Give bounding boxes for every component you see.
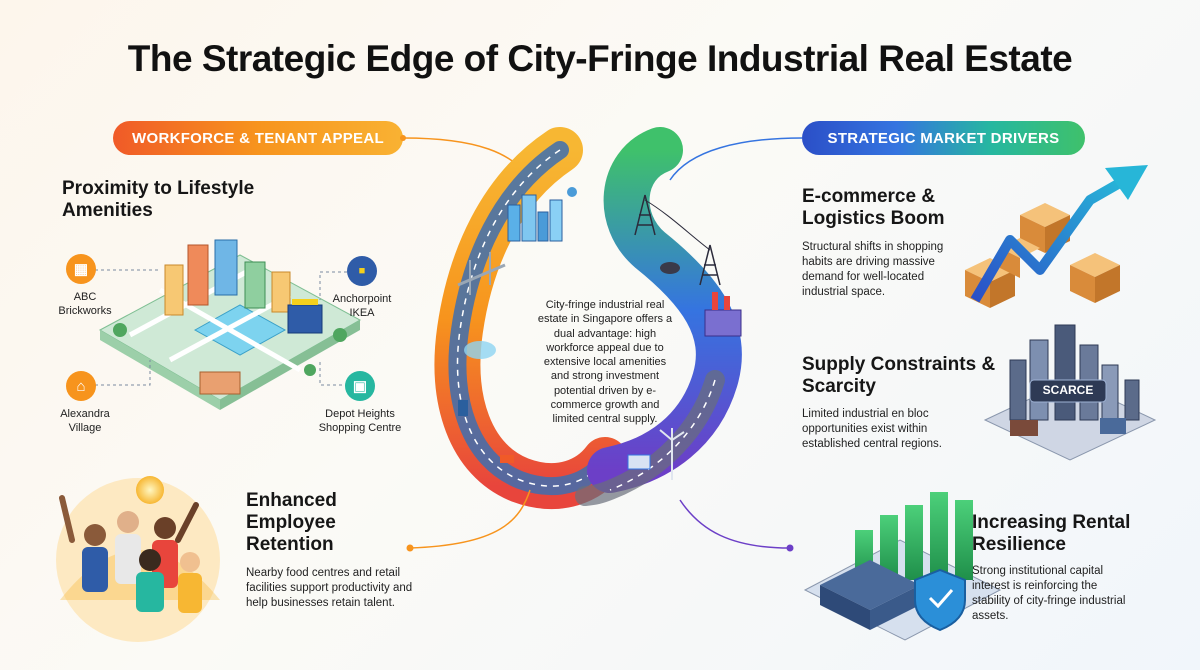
building-icon: ▦ xyxy=(66,254,96,284)
supply-body: Limited industrial en bloc opportunities… xyxy=(802,408,942,450)
shop-icon: ▣ xyxy=(345,371,375,401)
retention-connector xyxy=(409,489,531,549)
retention-body: Nearby food centres and retail facilitie… xyxy=(246,567,413,609)
ecommerce-heading: E-commerce & Logistics Boom xyxy=(802,186,945,229)
cool-ribbon xyxy=(575,127,742,506)
ecommerce-body: Structural shifts in shopping habits are… xyxy=(802,241,944,298)
place-label-alexandra: Alexandra Village xyxy=(60,408,110,435)
rental-body: Strong institutional capital interest is… xyxy=(972,565,1126,622)
retention-heading: Enhanced Employee Retention xyxy=(246,490,337,555)
scarce-city-illustration xyxy=(983,324,1157,461)
place-label-ikea: Anchorpoint IKEA xyxy=(332,293,392,320)
supply-heading: Supply Constraints & Scarcity xyxy=(802,354,996,397)
workforce-appeal-pill: WORKFORCE & TENANT APPEAL xyxy=(113,121,403,155)
rental-resilience-illustration xyxy=(803,492,1002,641)
scarce-sign: SCARCE xyxy=(1042,383,1094,397)
place-label-depot-heights: Depot Heights Shopping Centre xyxy=(318,408,402,435)
center-summary: City-fringe industrial real estate in Si… xyxy=(537,299,673,426)
ecommerce-boxes-illustration xyxy=(965,165,1148,308)
market-drivers-pill: STRATEGIC MARKET DRIVERS xyxy=(802,121,1085,155)
amenities-map-illustration xyxy=(95,239,365,410)
right-pill-connector xyxy=(669,137,803,181)
rental-heading: Increasing Rental Resilience xyxy=(972,512,1131,555)
ikea-store-icon: ■ xyxy=(347,256,377,286)
rental-connector xyxy=(679,499,791,549)
amenities-heading: Proximity to Lifestyle Amenities xyxy=(62,178,255,221)
page-title: The Strategic Edge of City-Fringe Indust… xyxy=(127,38,1073,79)
employees-illustration xyxy=(56,476,220,642)
place-label-brickworks: ABC Brickworks xyxy=(58,291,112,318)
warm-ribbon xyxy=(434,127,628,510)
house-icon: ⌂ xyxy=(66,371,96,401)
